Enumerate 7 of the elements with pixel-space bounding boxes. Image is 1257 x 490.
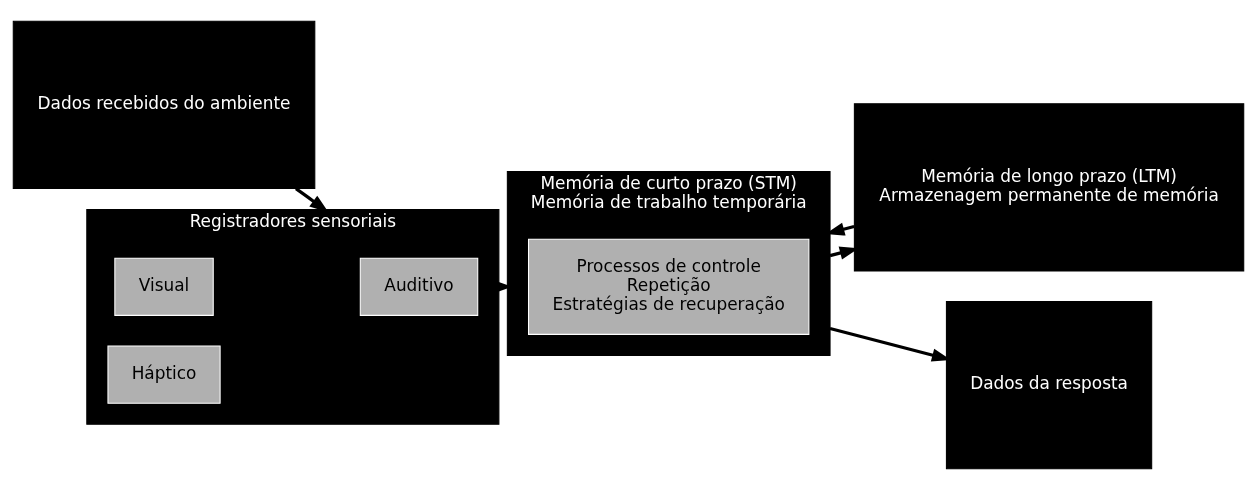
node-box: Auditivo [359,257,479,316]
node-box: Dados da resposta [945,301,1153,470]
node-box: Háptico [107,345,221,404]
node-box: Visual [114,257,214,316]
node-box: Processos de controle Repetição Estratégias de recuperação [528,238,810,335]
node-box: Memória de longo prazo (LTM) Armazenagem permanente de memória [853,103,1245,272]
node-box: Dados recebidos do ambiente [12,20,316,189]
